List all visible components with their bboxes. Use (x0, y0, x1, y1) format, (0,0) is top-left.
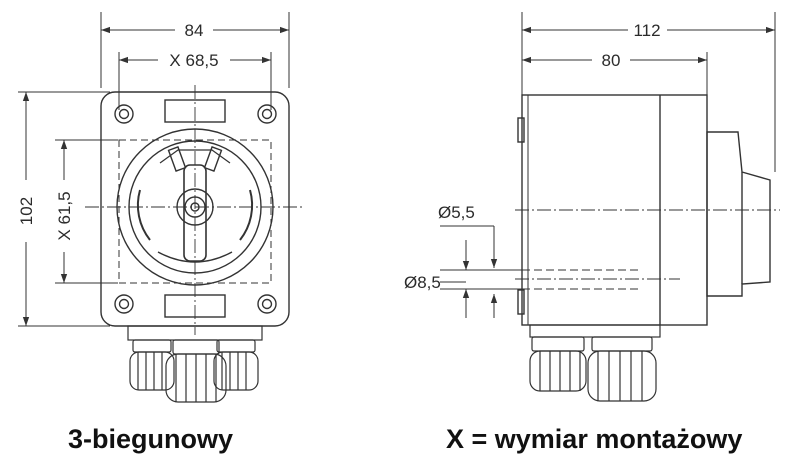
dim-hole-small: Ø5,5 (438, 203, 475, 222)
dim-mount-height: X 61,5 (55, 191, 74, 240)
side-knob (706, 131, 771, 297)
front-view (18, 12, 305, 403)
caption-poles: 3-biegunowy (68, 424, 234, 454)
caption-mounting-dimension: X = wymiar montażowy (446, 424, 743, 454)
side-view (440, 12, 780, 402)
side-dimension-lines (440, 26, 775, 318)
dim-hole-large: Ø8,5 (404, 273, 441, 292)
front-cable-glands (127, 325, 263, 403)
dim-depth-80: 80 (602, 51, 621, 70)
top-label-plate (164, 99, 226, 123)
side-cable-glands (529, 324, 661, 402)
front-dimension-lines (22, 26, 289, 326)
dim-mount-width: X 68,5 (169, 51, 218, 70)
dim-width-84: 84 (185, 21, 204, 40)
corner-screws (114, 104, 277, 314)
dim-height-102: 102 (17, 197, 36, 225)
dim-depth-112: 112 (633, 21, 660, 40)
